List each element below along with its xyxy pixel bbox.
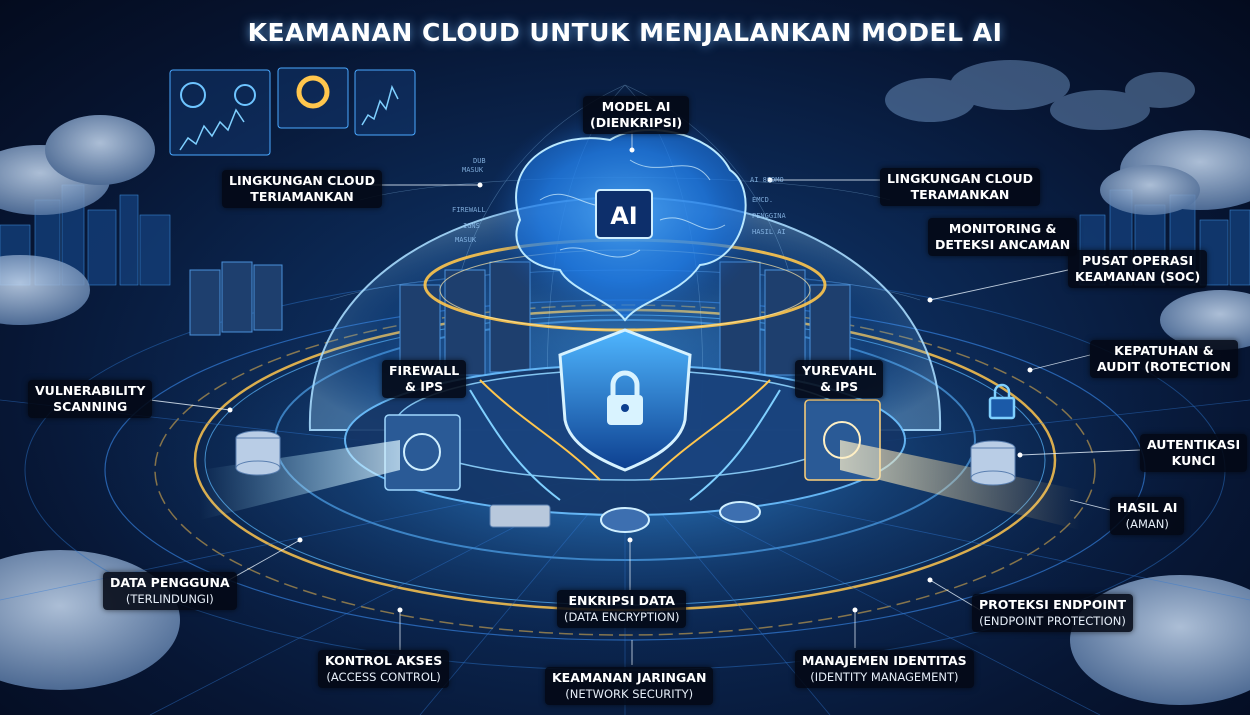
dashboard-panels (169, 67, 416, 156)
label-keamanan-jaringan: KEAMANAN JARINGAN(NETWORK SECURITY) (545, 667, 714, 705)
world-map (885, 60, 1195, 130)
dome-tag: EMCD. (752, 196, 774, 204)
dome-tag: MASUK (462, 166, 484, 174)
label-monitoring: MONITORING &DETEKSI ANCAMAN (928, 218, 1078, 256)
label-model-ai: MODEL AI(DIENKRIPSI) (583, 96, 690, 134)
dome-tag: MASUK (455, 236, 477, 244)
database-left (235, 430, 281, 476)
dome-tag: HASIL AI (752, 228, 786, 236)
dome-tag: AI 8SDMO (750, 176, 784, 184)
page-title: KEAMANAN CLOUD UNTUK MENJALANKAN MODEL A… (247, 18, 1003, 47)
dome-tag: IGNS (463, 222, 480, 230)
label-firewall-left: FIREWALL& IPS (382, 360, 467, 398)
router-device (489, 504, 551, 528)
dome-tag: PENGGINA (752, 212, 786, 220)
dome-tag: FIREWALL (452, 206, 486, 214)
padlock-icon (988, 383, 1016, 420)
database-right (970, 440, 1016, 486)
label-enkripsi-data: ENKRIPSI DATA(DATA ENCRYPTION) (557, 590, 687, 628)
label-firewall-right: YUREVAHL& IPS (795, 360, 884, 398)
label-data-pengguna: DATA PENGGUNA(TERLINDUNGI) (103, 572, 237, 610)
connector-lines (149, 130, 1141, 665)
ai-chip-label: AI (610, 202, 638, 230)
network-node-right (719, 501, 761, 523)
label-hasil-ai: HASIL AI(AMAN) (1110, 497, 1185, 535)
label-proteksi-endpoint: PROTEKSI ENDPOINT(ENDPOINT PROTECTION) (972, 594, 1133, 632)
network-node (600, 507, 650, 533)
firewall-device-left (384, 414, 461, 491)
data-cables (469, 379, 781, 501)
beam-left (200, 440, 400, 520)
label-kontrol-akses: KONTROL AKSES(ACCESS CONTROL) (318, 650, 450, 688)
dome-tag: DUB (473, 157, 486, 165)
beam-right (840, 440, 1080, 530)
label-manajemen-identitas: MANAJEMEN IDENTITAS(IDENTITY MANAGEMENT) (795, 650, 974, 688)
label-kepatuhan: KEPATUHAN &AUDIT (ROTECTION (1090, 340, 1238, 378)
